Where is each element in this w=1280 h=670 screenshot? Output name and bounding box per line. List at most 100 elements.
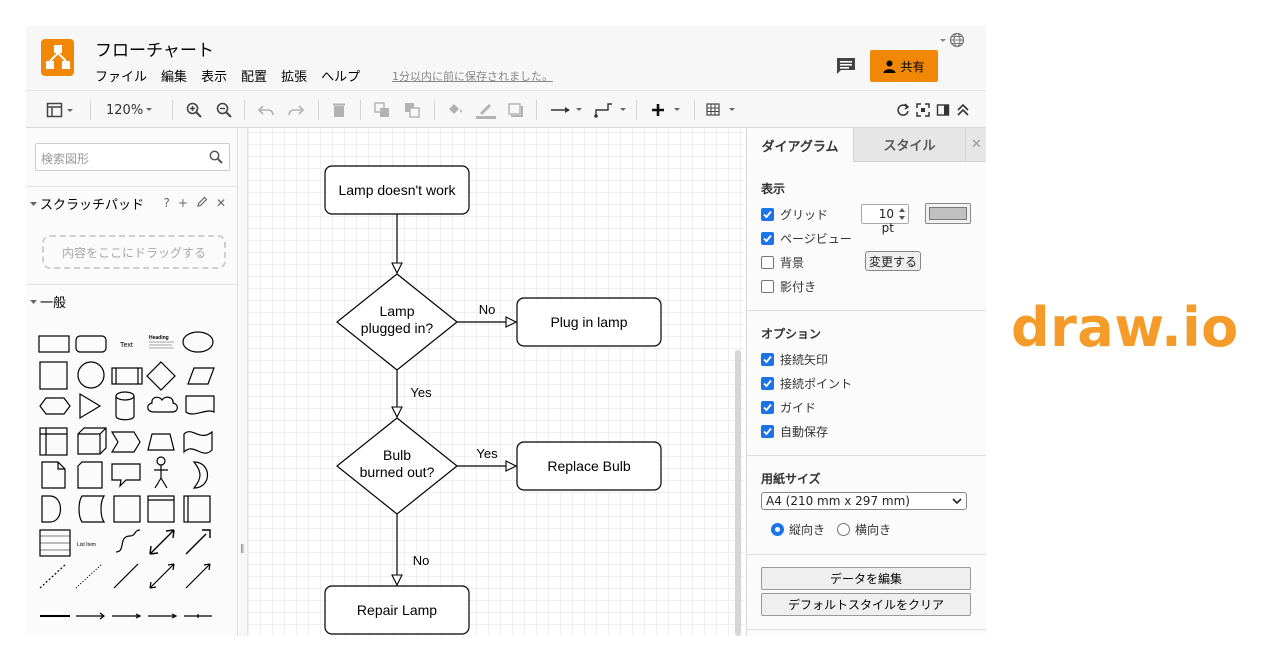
shape-bidirectional-connector (149, 563, 175, 589)
zoom-level: 120% (106, 102, 144, 118)
scratchpad-drop-zone[interactable]: 内容をここにドラッグする (42, 235, 226, 269)
undo-icon[interactable] (258, 100, 274, 120)
scratchpad-header[interactable]: スクラッチパッド ? + ✕ (26, 186, 237, 220)
plus-icon (652, 104, 680, 116)
share-button[interactable]: 共有 (870, 50, 938, 82)
radio-selected-icon (771, 523, 784, 536)
fullscreen-icon[interactable] (916, 100, 930, 120)
shape-rounded-rectangle (75, 335, 107, 353)
guides-checkbox[interactable]: ガイド (761, 399, 816, 416)
toolbar: 120% (26, 90, 986, 128)
connection-points-checkbox[interactable]: 接続ポイント (761, 375, 852, 392)
help-icon[interactable]: ? (163, 196, 170, 210)
language-globe-icon[interactable] (939, 31, 965, 51)
node-repair[interactable] (324, 585, 470, 635)
shadow-icon[interactable] (508, 100, 524, 120)
shape-cube (77, 427, 107, 455)
node-plug-in[interactable] (516, 297, 662, 347)
change-background-button[interactable]: 変更する (865, 251, 921, 271)
tab-diagram[interactable]: ダイアグラム (747, 128, 853, 162)
general-shapes-palette[interactable]: Text Heading List Item (34, 326, 234, 626)
connection-arrows-checkbox[interactable]: 接続矢印 (761, 351, 828, 368)
comments-icon[interactable] (836, 57, 856, 75)
zoom-in-icon[interactable] (186, 100, 202, 120)
add-icon[interactable]: + (177, 196, 188, 210)
shape-data-storage (78, 495, 106, 523)
delete-icon[interactable] (332, 100, 346, 120)
radio-unselected-icon (837, 523, 850, 536)
edit-data-button[interactable]: データを編集 (761, 567, 971, 590)
clear-default-style-button[interactable]: デフォルトスタイルをクリア (761, 593, 971, 616)
edge-label-q2-yes: Yes (476, 446, 498, 461)
shape-tape (183, 430, 213, 454)
close-panel-icon[interactable]: ✕ (965, 128, 986, 162)
shape-process (111, 367, 143, 385)
refresh-icon[interactable] (896, 100, 910, 120)
shape-container (147, 495, 175, 523)
layout-icon (46, 102, 73, 118)
shadow-checkbox[interactable]: 影付き (761, 278, 816, 295)
user-icon (883, 60, 896, 73)
autosave-checkbox[interactable]: 自動保存 (761, 423, 828, 440)
paper-size-select[interactable]: A4 (210 mm x 297 mm) (761, 492, 967, 510)
page-view-checkbox[interactable]: ページビュー (761, 230, 852, 247)
node-start-label: Lamp doesn't work (338, 182, 456, 198)
search-icon[interactable] (209, 150, 223, 164)
diagram-canvas[interactable]: No Yes Yes No Lamp doesn't work Lamp plu… (239, 128, 745, 636)
node-decision-bulb-line2: burned out? (360, 464, 435, 480)
general-shapes-header[interactable]: 一般 (26, 284, 237, 318)
line-color-icon[interactable] (476, 100, 496, 120)
insert-dropdown[interactable] (650, 100, 684, 120)
spinner-icon[interactable] (897, 206, 907, 222)
collapse-up-icon[interactable] (956, 100, 970, 120)
to-back-icon[interactable] (404, 100, 420, 120)
menu-help[interactable]: ヘルプ (321, 70, 361, 85)
node-decision-plugged[interactable] (336, 273, 458, 371)
shape-triangle (79, 392, 102, 420)
node-replace-bulb[interactable] (516, 441, 662, 491)
checkbox-checked-icon (761, 232, 774, 245)
shape-internal-storage (39, 427, 68, 456)
close-icon[interactable]: ✕ (215, 196, 226, 210)
landscape-radio[interactable]: 横向き (837, 521, 891, 538)
grid-checkbox[interactable]: グリッド (761, 206, 828, 223)
menu-arrange[interactable]: 配置 (241, 70, 268, 85)
save-status-link[interactable]: 1分以内に前に保存されました。 (392, 70, 553, 83)
document-title[interactable]: フローチャート (95, 41, 214, 61)
panels-toggle-button[interactable] (46, 100, 74, 120)
menu-file[interactable]: ファイル (95, 70, 148, 85)
menu-edit[interactable]: 編集 (161, 70, 188, 85)
shape-line (113, 563, 139, 589)
shape-cloud (147, 396, 178, 413)
chevron-down-icon (146, 108, 153, 111)
node-start[interactable] (324, 165, 470, 215)
grid-color-button[interactable] (925, 203, 971, 224)
menu-extras[interactable]: 拡張 (281, 70, 308, 85)
portrait-radio[interactable]: 縦向き (771, 521, 825, 538)
node-decision-bulb[interactable] (336, 417, 458, 515)
drawio-brand-text: draw.io (1011, 296, 1239, 359)
shape-arrow (185, 529, 211, 555)
zoom-out-icon[interactable] (216, 100, 232, 120)
tab-style[interactable]: スタイル (853, 128, 965, 162)
sidebar-resize-handle[interactable]: ‖ (240, 544, 245, 554)
shape-dotted-line (75, 563, 103, 589)
shape-note (41, 461, 66, 489)
general-title: 一般 (40, 296, 67, 311)
background-checkbox[interactable]: 背景 (761, 254, 804, 271)
menu-view[interactable]: 表示 (201, 70, 228, 85)
shape-or (192, 461, 209, 489)
redo-icon[interactable] (288, 100, 304, 120)
vertical-scrollbar[interactable] (735, 350, 741, 636)
waypoints-dropdown[interactable] (594, 100, 628, 120)
format-panel-toggle-icon[interactable] (936, 100, 950, 120)
connection-style-dropdown[interactable] (550, 100, 584, 120)
grid-size-input[interactable]: 10 pt (861, 204, 909, 235)
search-shapes-input[interactable]: 検索図形 (35, 143, 230, 171)
fill-color-icon[interactable] (446, 100, 464, 120)
zoom-dropdown[interactable]: 120% (106, 100, 155, 120)
to-front-icon[interactable] (374, 100, 390, 120)
edit-pencil-icon[interactable] (196, 196, 208, 208)
table-dropdown[interactable] (706, 100, 738, 120)
flowchart[interactable]: No Yes Yes No Lamp doesn't work Lamp plu… (239, 128, 745, 636)
